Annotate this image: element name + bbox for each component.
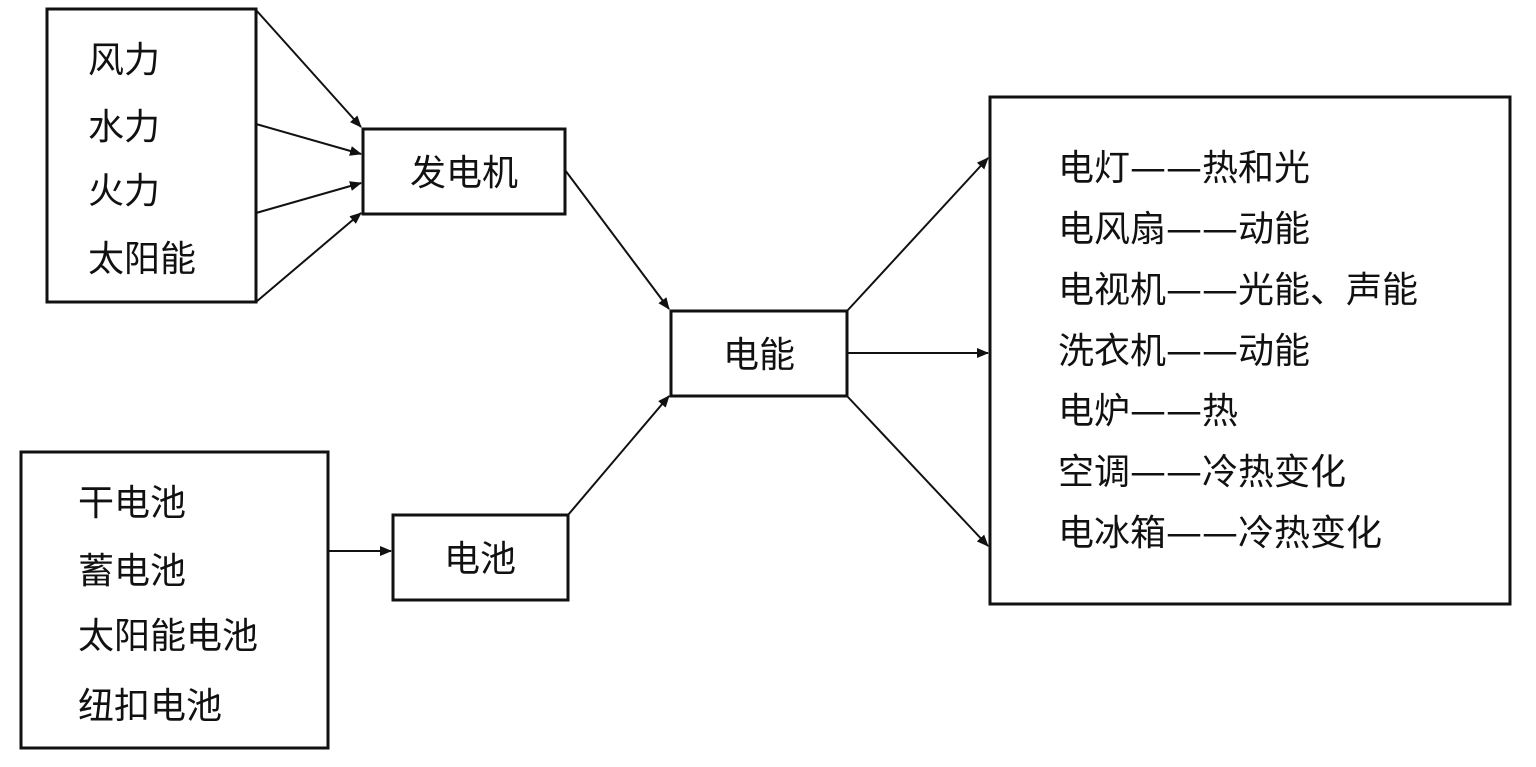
generator-box bbox=[361, 127, 567, 216]
use-fan: 电风扇——动能 bbox=[1058, 209, 1310, 250]
arrow-electric-energy-to-uses-top bbox=[846, 157, 989, 312]
arrow-water-to-generator bbox=[255, 123, 362, 156]
use-lamp: 电灯——热和光 bbox=[1058, 148, 1310, 189]
arrow-generator-to-electric-energy bbox=[564, 169, 670, 310]
battery-button: 纽扣电池 bbox=[78, 686, 222, 727]
electric-energy-box bbox=[669, 309, 849, 398]
use-ac: 空调——冷热变化 bbox=[1058, 452, 1346, 493]
use-washer: 洗衣机——动能 bbox=[1058, 331, 1310, 372]
electric-energy-label: 电能 bbox=[723, 335, 795, 376]
arrow-wind-to-generator bbox=[255, 9, 362, 128]
use-fridge: 电冰箱——冷热变化 bbox=[1058, 513, 1382, 554]
battery-types-box bbox=[19, 450, 330, 750]
battery-solar: 太阳能电池 bbox=[78, 616, 258, 657]
source-fire: 火力 bbox=[88, 171, 160, 212]
source-water: 水力 bbox=[88, 107, 160, 148]
source-solar: 太阳能 bbox=[88, 239, 196, 280]
arrow-solar-to-generator bbox=[255, 212, 362, 303]
arrow-battery-to-electric-energy bbox=[567, 395, 670, 516]
battery-storage: 蓄电池 bbox=[78, 551, 186, 592]
appliance-uses-box bbox=[988, 95, 1512, 606]
use-stove: 电炉——热 bbox=[1058, 391, 1238, 432]
battery-dry: 干电池 bbox=[78, 483, 186, 524]
generator-label: 发电机 bbox=[410, 153, 518, 194]
use-tv: 电视机——光能、声能 bbox=[1058, 270, 1418, 311]
arrow-electric-energy-to-uses-bottom bbox=[846, 395, 989, 547]
source-wind: 风力 bbox=[88, 40, 160, 81]
battery-box bbox=[391, 513, 570, 602]
battery-label: 电池 bbox=[444, 539, 516, 580]
energy-sources-box bbox=[45, 7, 258, 304]
arrow-fire-to-generator bbox=[255, 181, 362, 214]
